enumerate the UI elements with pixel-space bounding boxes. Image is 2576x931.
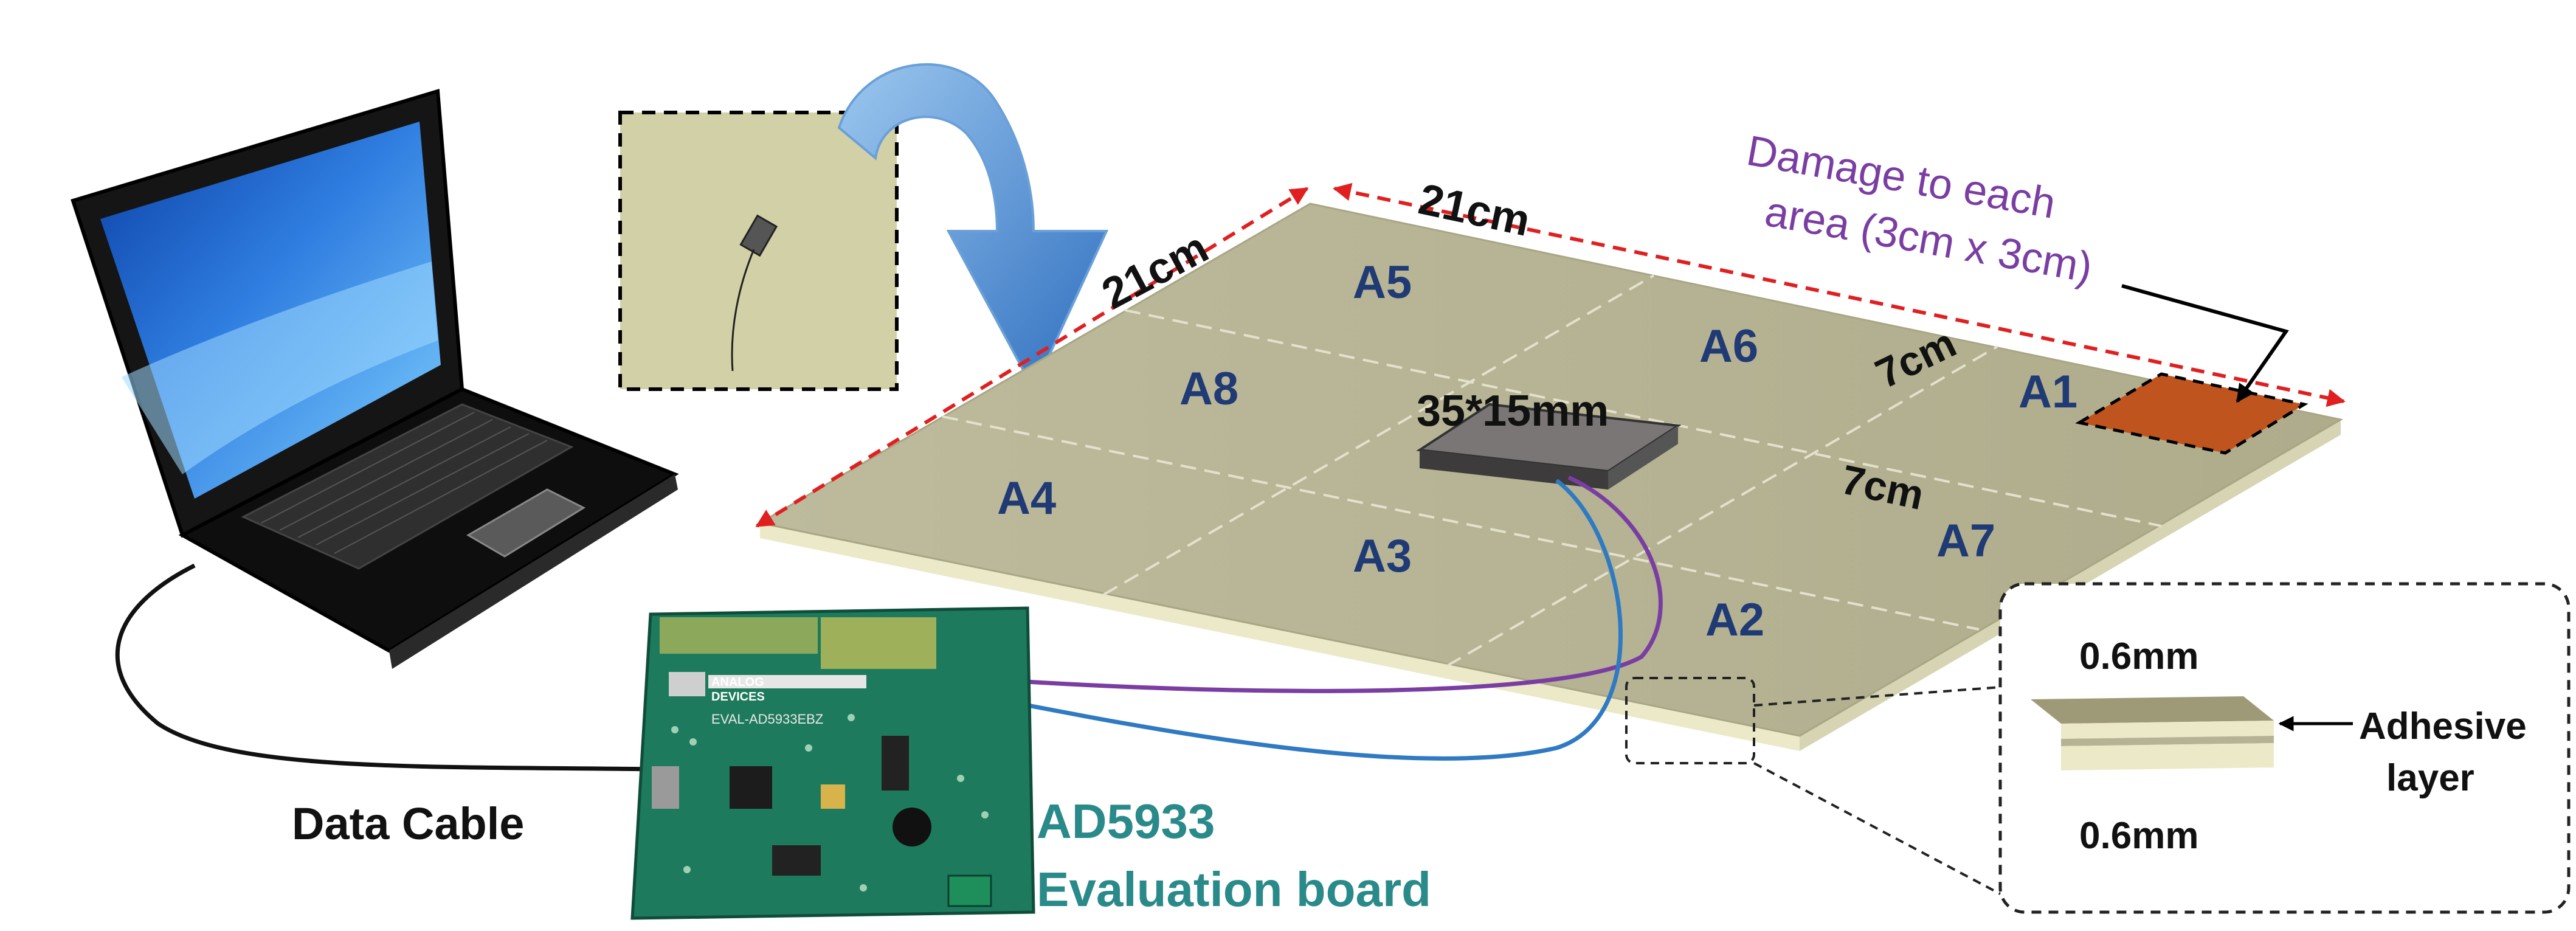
sensor-size-label: 35*15mm bbox=[1417, 387, 1609, 435]
damage-note-pointer bbox=[2121, 284, 2289, 403]
data-cable bbox=[115, 563, 657, 772]
area-label-a2: A2 bbox=[1705, 594, 1764, 646]
area-label-a6: A6 bbox=[1699, 320, 1758, 372]
cross-section-layers bbox=[2031, 696, 2274, 770]
area-label-a3: A3 bbox=[1353, 530, 1412, 582]
thickness-top-label: 0.6mm bbox=[2079, 635, 2198, 677]
area-label-a1: A1 bbox=[2018, 366, 2077, 418]
cross-section-callout bbox=[1998, 582, 2571, 914]
board-brand-line2: DEVICES bbox=[711, 690, 765, 704]
area-label-a4: A4 bbox=[997, 472, 1056, 524]
board-part-code: EVAL-AD5933EBZ bbox=[711, 711, 823, 727]
laptop-touchpad bbox=[466, 488, 586, 558]
data-cable-label: Data Cable bbox=[292, 798, 524, 849]
evaluation-board: ANALOG DEVICES EVAL-AD5933EBZ bbox=[630, 606, 1035, 920]
sensor-wire-blue bbox=[933, 479, 1623, 761]
area-label-a5: A5 bbox=[1353, 257, 1412, 308]
sensor-photo-inset bbox=[618, 111, 899, 391]
dimension-arrow-left bbox=[755, 187, 1309, 528]
thickness-bottom-label: 0.6mm bbox=[2079, 815, 2198, 857]
board-label-line1: AD5933 bbox=[1037, 794, 1215, 848]
adhesive-label-line2: layer bbox=[2386, 757, 2474, 799]
pzt-sensor bbox=[1416, 403, 1682, 490]
dimension-arrow-top bbox=[1333, 182, 2346, 407]
area-label-a8: A8 bbox=[1179, 363, 1238, 415]
board-brand-line1: ANALOG bbox=[711, 676, 764, 689]
adhesive-label-line1: Adhesive bbox=[2359, 705, 2527, 747]
sensor-wire-purple bbox=[930, 475, 1663, 693]
laptop-illustration bbox=[71, 89, 679, 669]
laptop-keyboard bbox=[241, 403, 574, 570]
board-label-line2: Evaluation board bbox=[1037, 862, 1431, 916]
area-label-a7: A7 bbox=[1936, 515, 1995, 567]
